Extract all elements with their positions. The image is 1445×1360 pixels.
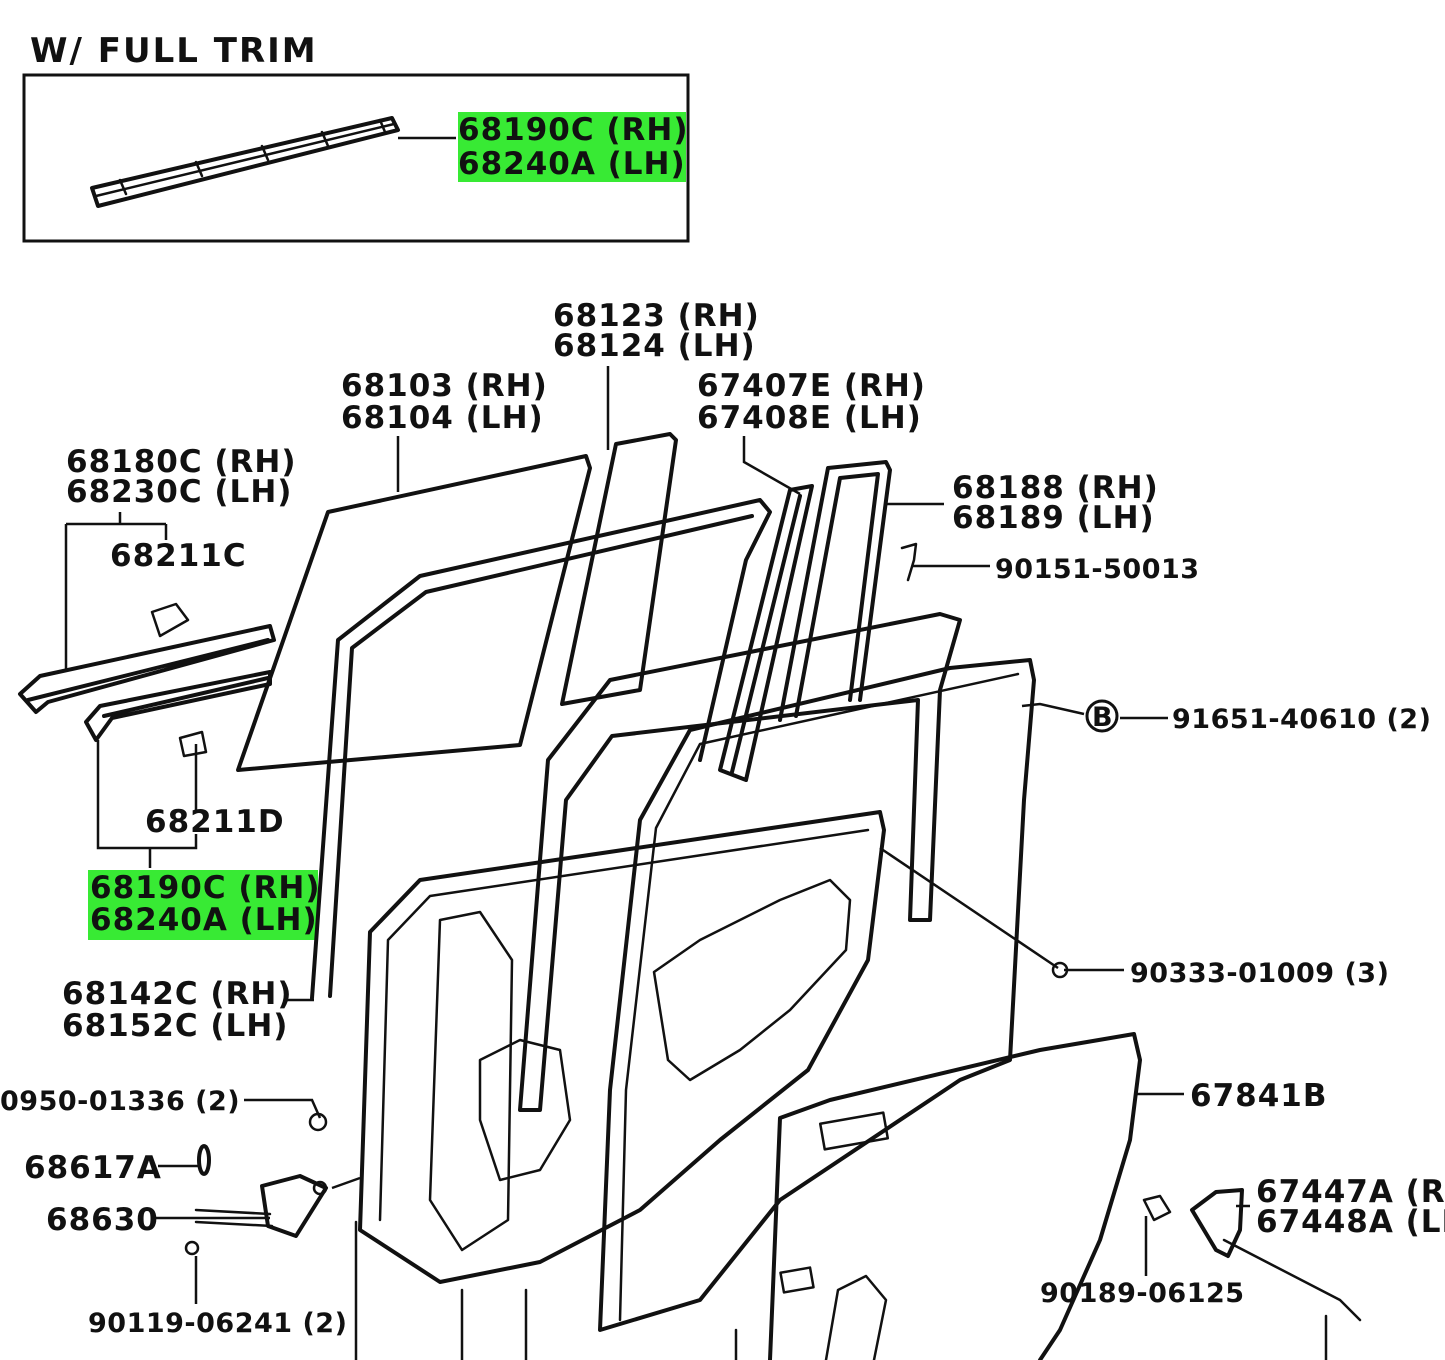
door-panel-opening <box>652 878 852 1082</box>
quarter-weatherstrip-part <box>778 460 892 722</box>
screw-90189 <box>1142 1194 1172 1222</box>
division-bar-part <box>718 484 814 782</box>
label-68152c: 68152C (LH) <box>62 1008 288 1044</box>
label-67448a: 67448A (LH) <box>1256 1204 1445 1240</box>
label-68142c: 68142C (RH) <box>62 976 293 1012</box>
label-68104: 68104 (LH) <box>341 400 544 436</box>
door-weatherstrip-inner <box>618 672 1020 1322</box>
glass-run-channel <box>310 498 772 1000</box>
door-frame-weatherstrip <box>518 612 962 1112</box>
lower-highlight <box>88 870 318 940</box>
trim-panel-slot <box>818 1111 890 1151</box>
clip-68211d <box>178 730 208 758</box>
label-68188: 68188 (RH) <box>952 470 1159 506</box>
label-67407e: 67407E (RH) <box>697 368 926 404</box>
label-67408e: 67408E (LH) <box>697 400 922 436</box>
window-regulator-part <box>428 910 514 1252</box>
label-67447a: 67447A (RH) <box>1256 1174 1445 1210</box>
inner-belt-molding-part <box>84 670 272 742</box>
label-68630: 68630 <box>46 1202 159 1238</box>
label-68124: 68124 (LH) <box>553 328 756 364</box>
label-68211d: 68211D <box>145 804 285 840</box>
clip-68211c <box>150 602 190 638</box>
lower-leaders <box>354 1220 738 1360</box>
clip-90333 <box>1051 961 1069 979</box>
label-68103: 68103 (RH) <box>341 368 548 404</box>
label-68180c: 68180C (RH) <box>66 444 297 480</box>
bolt-marker-b: B <box>1085 699 1119 733</box>
label-68230c: 68230C (LH) <box>66 474 292 510</box>
inset-box <box>22 73 690 243</box>
label-91651-40610: 91651-40610 (2) <box>1172 704 1431 735</box>
door-panel-inner-edge <box>378 828 870 1222</box>
label-68240a: 68240A (LH) <box>90 902 318 938</box>
bolt-0950 <box>308 1112 328 1132</box>
door-glass-part <box>236 454 592 772</box>
label-67841b: 67841B <box>1190 1078 1327 1114</box>
label-0950-01336: 0950-01336 (2) <box>0 1086 240 1117</box>
label-68617a: 68617A <box>24 1150 162 1186</box>
quarter-glass-part <box>560 432 678 706</box>
trim-panel-clip-hole <box>779 1266 815 1294</box>
screw-90151 <box>900 542 918 582</box>
handle-rod <box>1222 1238 1362 1360</box>
label-90333-01009: 90333-01009 (3) <box>1130 958 1389 989</box>
inside-handle-bezel <box>1190 1188 1244 1258</box>
outer-belt-molding-part <box>18 624 276 714</box>
door-trim-panel-part <box>768 1032 1142 1360</box>
inset-molding-part <box>90 116 456 208</box>
inset-label-rh: 68190C (RH) <box>458 112 689 148</box>
door-panel-part <box>358 810 886 1284</box>
leader-lines <box>64 366 1250 1304</box>
label-68211c: 68211C <box>110 538 247 574</box>
inset-title: W/ FULL TRIM <box>30 31 318 71</box>
label-68123: 68123 (RH) <box>553 298 760 334</box>
label-90151-50013: 90151-50013 <box>995 554 1200 585</box>
label-68190c: 68190C (RH) <box>90 870 321 906</box>
label-68189: 68189 (LH) <box>952 500 1155 536</box>
door-check-part <box>184 1144 361 1256</box>
label-90119-06241: 90119-06241 (2) <box>88 1308 347 1339</box>
inset-highlight <box>458 112 686 182</box>
door-weatherstrip-part <box>598 658 1036 1332</box>
inset-label-lh: 68240A (LH) <box>458 146 686 182</box>
label-90189-06125: 90189-06125 <box>1040 1278 1245 1309</box>
svg-text:B: B <box>1092 702 1113 733</box>
trim-panel-handle-recess <box>824 1274 888 1360</box>
